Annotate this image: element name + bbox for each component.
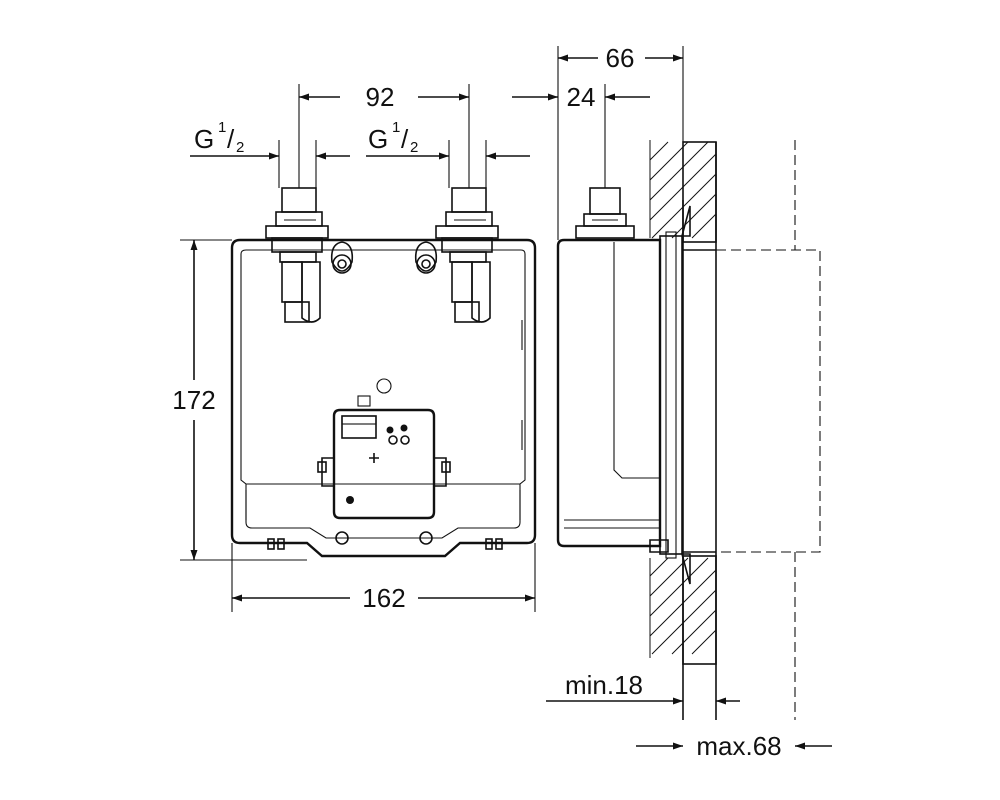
thread-left-slash: /: [227, 124, 235, 154]
dim-width: 162: [232, 583, 535, 613]
dim-pipe-spacing: 92: [299, 82, 469, 112]
bottom-feet: [267, 538, 503, 550]
housing-outline: [230, 238, 537, 558]
thread-right-num: 1: [392, 119, 400, 136]
bottom-screw: [419, 531, 433, 545]
front-view: [230, 187, 537, 558]
dim-pipe-offset-label: 24: [567, 82, 596, 112]
thread-right-den: 2: [410, 139, 418, 156]
dim-height-label: 172: [172, 385, 215, 415]
dim-pipe-offset: 24: [512, 82, 650, 112]
control-module: [317, 408, 451, 520]
extension-lines: [180, 46, 684, 612]
thread-left-num: 1: [218, 119, 226, 136]
right-connector: [435, 187, 499, 323]
dim-depth-label: 66: [606, 43, 635, 73]
left-connector: [265, 187, 329, 323]
bottom-clip: [649, 539, 669, 553]
thread-left-label: G: [194, 124, 214, 154]
bottom-screw: [335, 531, 349, 545]
side-view: [556, 140, 821, 720]
dim-depth: 66: [558, 43, 683, 73]
dim-max-wall: max.68: [636, 731, 832, 761]
thread-right-slash: /: [401, 124, 409, 154]
flange-tab: [680, 205, 691, 237]
thread-left-den: 2: [236, 139, 244, 156]
indicator-tag: [357, 395, 371, 407]
mount-screw: [414, 241, 438, 274]
housing-side: [556, 238, 662, 548]
dim-thread-right: G 1 / 2: [366, 119, 530, 160]
indicator-circle: [376, 378, 392, 394]
dim-min-wall-label: min.18: [565, 670, 643, 700]
mounting-flange: [659, 235, 683, 555]
flange-tab: [680, 553, 691, 585]
housing-ledge: [245, 483, 521, 520]
side-connector: [575, 187, 635, 239]
cover-plate-outline: [716, 249, 821, 553]
dim-min-wall: min.18: [546, 670, 740, 705]
dim-width-label: 162: [362, 583, 405, 613]
dim-thread-left: G 1 / 2: [190, 119, 350, 160]
flange-lip: [665, 231, 677, 559]
mount-screw: [330, 241, 354, 274]
dim-max-wall-label: max.68: [696, 731, 781, 761]
thread-right-label: G: [368, 124, 388, 154]
dim-height: 172: [172, 240, 216, 560]
dim-pipe-spacing-label: 92: [366, 82, 395, 112]
housing-inner: [240, 249, 526, 539]
housing-side-inner: [564, 242, 660, 529]
